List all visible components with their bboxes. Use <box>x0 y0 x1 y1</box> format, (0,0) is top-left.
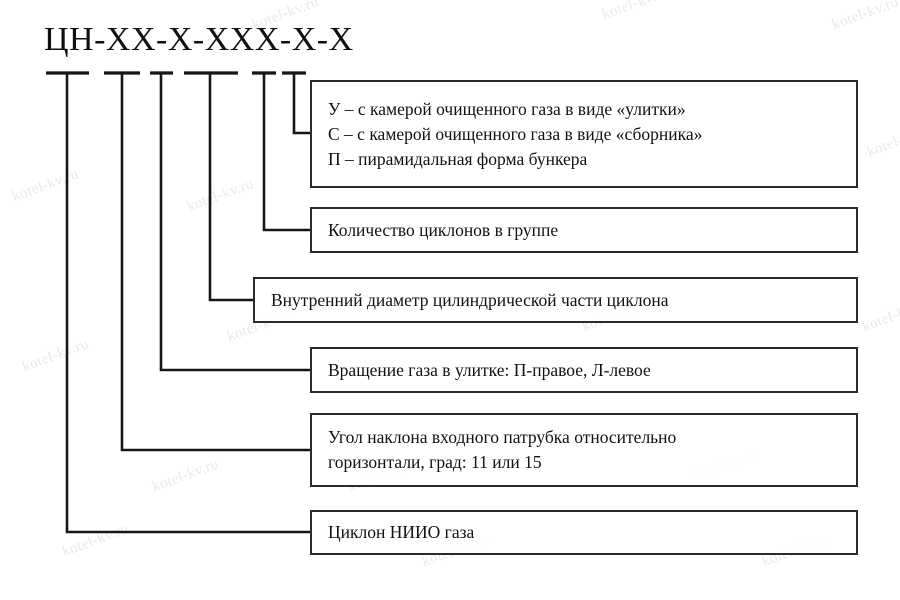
inner-diameter-box: Внутренний диаметр цилиндрической части … <box>253 277 858 323</box>
box-line: горизонтали, град: 11 или 15 <box>328 452 542 472</box>
gas-rotation-box: Вращение газа в улитке: П-правое, Л-лево… <box>310 347 858 393</box>
leader-inlet-angle <box>120 73 312 452</box>
leader-inner-diameter <box>208 73 255 302</box>
chamber-type-box: У – с камерой очищенного газа в виде «ул… <box>310 80 858 188</box>
box-line: Циклон НИИО газа <box>328 522 475 542</box>
box-line: Внутренний диаметр цилиндрической части … <box>271 289 669 310</box>
box-line: Количество циклонов в группе <box>328 219 559 240</box>
cyclone-name-box: Циклон НИИО газа <box>310 510 858 555</box>
box-line: Вращение газа в улитке: П-правое, Л-лево… <box>328 359 651 380</box>
leader-cyclone-count <box>262 73 312 232</box>
cyclone-count-box: Количество циклонов в группе <box>310 207 858 253</box>
designation-code: ЦН-ХХ-Х-ХХХ-Х-Х <box>44 21 354 58</box>
leader-gas-rotation <box>159 73 312 372</box>
box-line: П – пирамидальная форма бункера <box>328 148 588 169</box>
box-line: Угол наклона входного патрубка относител… <box>328 427 677 447</box>
inlet-angle-box: Угол наклона входного патрубка относител… <box>310 413 858 487</box>
box-line: У – с камерой очищенного газа в виде «ул… <box>328 98 686 119</box>
box-line: С – с камерой очищенного газа в виде «сб… <box>328 123 703 144</box>
leader-cyclone-name <box>65 73 312 534</box>
leader-chamber-type <box>292 73 312 135</box>
